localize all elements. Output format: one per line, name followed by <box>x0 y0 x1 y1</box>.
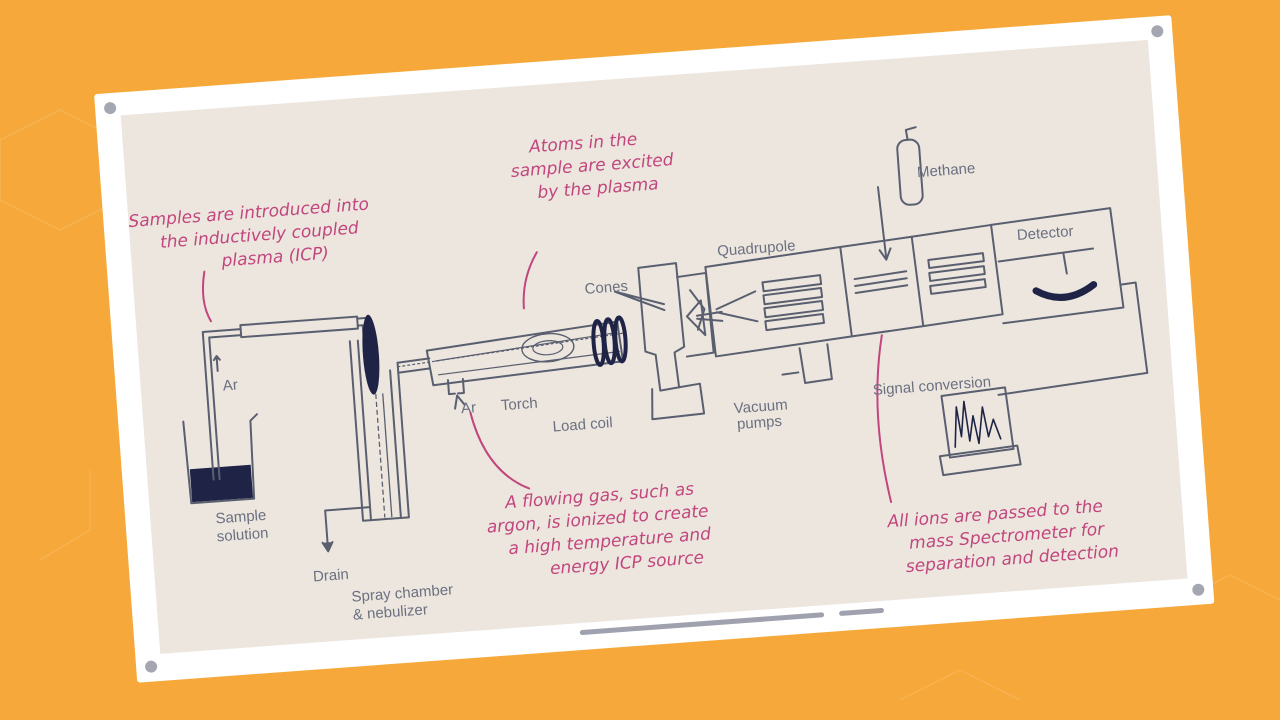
label-detector: Detector <box>1016 223 1074 244</box>
pointer-atoms-excited <box>522 251 538 310</box>
pointer-flowing-gas <box>469 411 531 490</box>
label-vacuum-pumps-line: Vacuum <box>733 396 788 417</box>
label-vacuum-pumps-line: pumps <box>736 413 782 433</box>
detector <box>990 207 1149 396</box>
load-coil <box>591 315 628 367</box>
pin-top-left <box>104 102 117 115</box>
label-ar-top: Ar <box>222 377 238 395</box>
scrollbar-thumb[interactable] <box>579 612 825 635</box>
pin-top-right <box>1151 25 1164 38</box>
sample-tubing <box>201 315 371 481</box>
label-load-coil: Load coil <box>552 414 613 435</box>
sample-beaker <box>182 413 258 505</box>
label-torch: Torch <box>500 395 538 415</box>
label-sample-solution-line: Sample <box>215 507 267 528</box>
label-cones: Cones <box>584 278 628 298</box>
label-ar-bottom: Ar <box>460 399 476 417</box>
pointer-icp-intro <box>201 270 213 323</box>
cones-interface <box>613 262 724 421</box>
collision-cell <box>839 126 925 338</box>
label-quadrupole: Quadrupole <box>717 237 796 260</box>
pin-bottom-left <box>145 660 158 673</box>
label-spray-chamber-line: & nebulizer <box>352 601 428 623</box>
pin-bottom-right <box>1192 583 1205 596</box>
signal-monitor <box>938 386 1022 477</box>
label-sample-solution: Sample solution <box>215 507 272 546</box>
mass-filter <box>910 223 1004 328</box>
pointer-ions-passed <box>876 334 893 503</box>
transfer-line <box>396 332 624 374</box>
label-methane: Methane <box>916 160 975 181</box>
label-drain: Drain <box>312 566 349 586</box>
spray-chamber-nebulizer <box>321 314 410 553</box>
paper-area <box>120 39 1188 654</box>
label-sample-solution-line: solution <box>216 525 269 546</box>
label-vacuum-pumps: Vacuum pumps <box>733 396 793 433</box>
scrollbar-track-end[interactable] <box>839 607 884 616</box>
